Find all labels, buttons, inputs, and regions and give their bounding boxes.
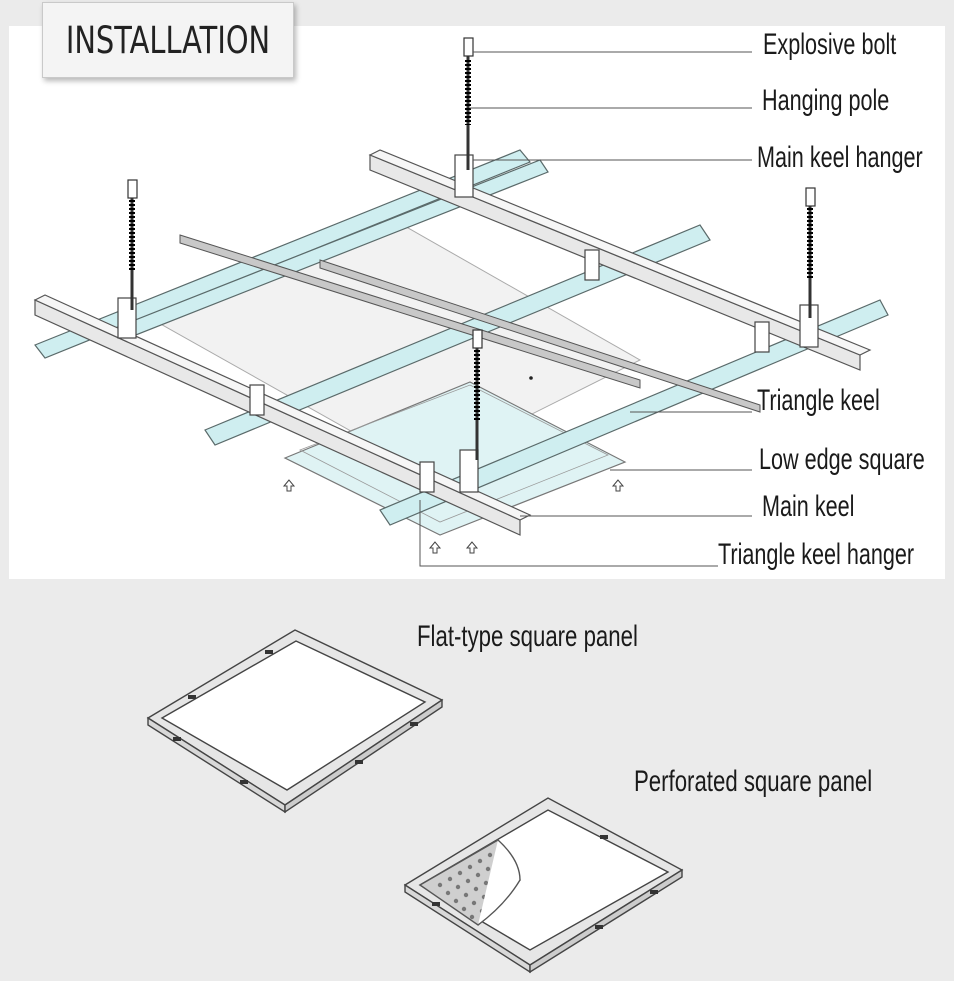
up-arrow-icon [428,541,442,554]
triangle-keel [204,224,711,446]
hanging-pole [127,179,138,310]
label-perforated-square-panel: Perforated square panel [634,765,873,798]
label-explosive-bolt: Explosive bolt [763,28,897,61]
label-main-keel-hanger: Main keel hanger [757,141,923,174]
label-triangle-keel-hanger: Triangle keel hanger [718,538,915,571]
label-hanging-pole: Hanging pole [762,84,890,117]
up-arrow-icon [465,541,479,554]
triangle-keels [34,149,889,526]
hanging-pole [463,37,474,170]
triangle-keel [34,149,531,359]
hanging-pole [805,187,816,318]
installation-title-box: INSTALLATION [42,2,294,78]
hanging-pole [472,329,483,460]
label-main-keel: Main keel [762,490,855,523]
up-arrow-icon [282,479,296,492]
label-low-edge-square: Low edge square [759,443,925,476]
flat-square-panel-illustration [146,629,444,814]
label-flat-type-square-panel: Flat-type square panel [417,620,638,653]
peel-curl [477,839,521,926]
up-arrow-icon [611,479,625,492]
main-keels [33,149,872,536]
leader-lines [419,51,752,567]
perforated-square-panel-illustration [403,797,684,974]
label-triangle-keel: Triangle keel [757,384,880,417]
hanging-poles [127,37,816,460]
up-arrow-icons [282,479,625,554]
cross-keels [179,234,761,413]
page-title: INSTALLATION [65,18,271,62]
